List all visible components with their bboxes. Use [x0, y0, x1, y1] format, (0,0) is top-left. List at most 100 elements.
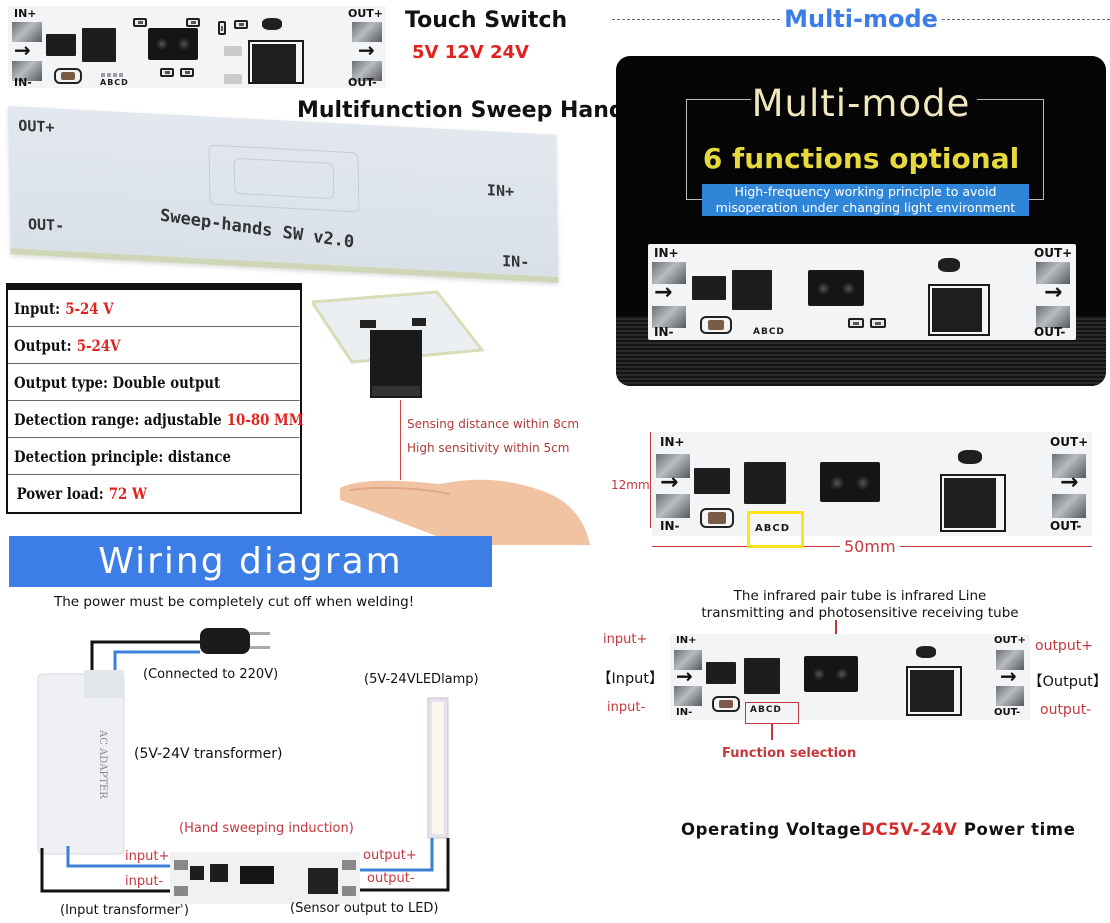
function-selection-label: Function selection: [722, 746, 857, 761]
power-time-label: Power time: [957, 820, 1076, 839]
function-selection-arrow: [771, 724, 773, 740]
mosfet-frame: [940, 474, 1006, 532]
back-label-in-minus: IN-: [502, 251, 530, 272]
title-touch-switch: Touch Switch: [405, 8, 568, 33]
pad-out-minus: [352, 61, 382, 81]
label-in-minus: IN-: [14, 76, 32, 88]
pad-out-plus: [1036, 262, 1070, 284]
pad-in-plus: [12, 22, 42, 42]
cap-frame: [54, 68, 82, 84]
arrow-in-icon: →: [676, 664, 693, 688]
mosfet: [944, 478, 996, 528]
regulator-chip: [706, 662, 736, 684]
label-in-minus: IN-: [676, 707, 693, 718]
sensor-module-small: [170, 852, 360, 904]
svg-text:AC ADAPTER: AC ADAPTER: [97, 729, 108, 799]
arrow-out-icon: →: [1044, 280, 1063, 305]
arrow-out-icon: →: [358, 38, 375, 62]
ir-sensor: [804, 656, 858, 692]
arrow-in-icon: →: [660, 470, 679, 495]
multimode-title: Multi-mode: [751, 82, 971, 125]
functions-optional-title: 6 functions optional: [702, 142, 1020, 175]
arrow-out-icon: →: [1000, 664, 1017, 688]
abcd-label: ABCD: [753, 327, 785, 337]
plug-icon: [200, 628, 270, 654]
pad-out-plus: [352, 22, 382, 42]
cap-frame: [712, 696, 740, 712]
high-frequency-note: High-frequency working principle to avoi…: [702, 184, 1029, 216]
spec-label: Power load:: [16, 484, 104, 503]
pad-in-minus: [652, 306, 686, 328]
resistor: [234, 20, 248, 29]
function-selection-box: [745, 702, 799, 724]
pcb-front-dark-panel: IN+ IN- → ABCD OUT+ OUT- →: [648, 244, 1076, 340]
height-dimension-line: [650, 432, 651, 528]
transformer-label: (5V-24V transformer): [134, 746, 283, 762]
sensing-distance-line: [400, 400, 401, 480]
resistor: [848, 318, 864, 328]
ir-sensor: [820, 462, 880, 502]
abcd-label: ABCD: [755, 523, 791, 534]
label-out-plus: OUT+: [1050, 435, 1089, 449]
spec-label: Detection principle: distance: [14, 446, 231, 466]
diode: [958, 450, 982, 464]
input-minus-annotation: input-: [607, 700, 646, 715]
label-in-minus: IN-: [654, 325, 674, 339]
width-dimension: 50mm: [840, 537, 900, 556]
led-lamp-image: [427, 697, 449, 839]
pad-in-plus: [674, 650, 702, 670]
input-minus-label: input-: [125, 874, 164, 889]
wire-black-output: [358, 838, 450, 892]
operating-voltage-value: DC5V-24V: [861, 820, 958, 839]
input-transformer-label: (Input transformerʾ): [60, 903, 190, 918]
pad-in-minus: [674, 686, 702, 706]
hand-image: [340, 479, 590, 545]
input-plus-annotation: input+: [603, 632, 648, 647]
pad-out-plus: [996, 650, 1024, 670]
pcb-front-top: IN+ IN- → ABCD OUT+ OUT- →: [8, 6, 386, 88]
hand-sweep-label: (Hand sweeping induction): [179, 821, 354, 836]
title-voltages: 5V 12V 24V: [412, 42, 529, 63]
sensor-module-photo: [312, 290, 485, 398]
label-in-plus: IN+: [660, 435, 685, 449]
back-label-in-plus: IN+: [486, 181, 515, 201]
frame-mask: [751, 94, 977, 106]
pcb-front-dimensioned: IN+ IN- → ABCD OUT+ OUT- →: [652, 432, 1092, 536]
output-minus-annotation: output-: [1040, 702, 1092, 718]
mosfet-frame: [928, 284, 990, 336]
cap-frame: [700, 316, 732, 334]
connected-220v-label: (Connected to 220V): [143, 667, 279, 682]
regulator-chip: [694, 468, 730, 494]
arrow-in-icon: →: [654, 280, 673, 305]
output-plus-annotation: output+: [1035, 638, 1093, 654]
pad-in-plus: [656, 454, 690, 478]
mosfet: [910, 670, 954, 712]
ir-sensor: [148, 28, 198, 60]
arrow-out-icon: →: [1060, 470, 1079, 495]
pcb-front-annotated: IN+ IN- → ABCD OUT+ OUT- →: [670, 634, 1030, 720]
output-plus-label: output+: [363, 848, 417, 863]
capacitor: [708, 512, 726, 524]
wire-blue-output: [358, 838, 434, 872]
arrow-in-icon: →: [14, 38, 31, 62]
ic-chip: [744, 462, 786, 504]
mosfet-frame: [906, 666, 962, 716]
ic-chip: [732, 270, 772, 310]
sensing-distance-text: Sensing distance within 8cm: [407, 417, 580, 431]
label-out-plus: OUT+: [994, 635, 1026, 646]
spec-row-output: Output:5-24V: [8, 327, 300, 364]
note-line: The infrared pair tube is infrared Line: [733, 588, 987, 604]
resistor: [160, 68, 174, 77]
resistor: [186, 18, 200, 27]
resistor: [870, 318, 886, 328]
output-minus-label: output-: [367, 871, 415, 886]
spec-row-power-load: Power load:72 W: [8, 475, 299, 512]
capacitor: [61, 72, 75, 80]
abcd-label: ABCD: [750, 705, 782, 715]
pad-in-minus: [12, 61, 42, 81]
divider: [941, 18, 1110, 20]
label-out-minus: OUT-: [994, 707, 1021, 718]
spec-label: Detection range: adjustable: [14, 409, 222, 429]
mosfet-frame: [248, 40, 304, 84]
